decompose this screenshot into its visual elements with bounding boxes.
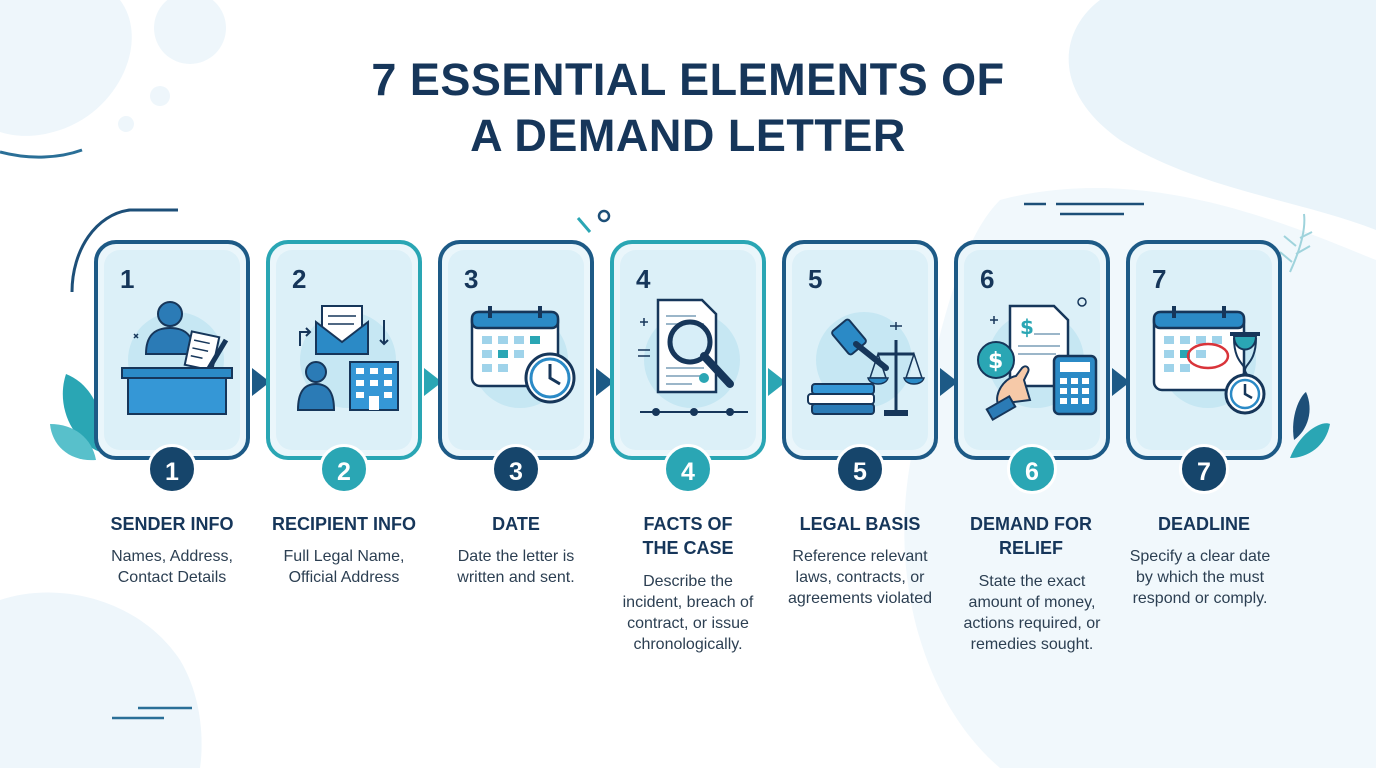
step-description-5: Reference relevant laws, contracts, or a… xyxy=(787,548,933,607)
step-label-3: DATE xyxy=(492,514,540,534)
step-card-7: 7 xyxy=(1126,240,1282,460)
step-label-6: DEMAND FOR RELIEF xyxy=(970,514,1092,558)
step-badge-2: 2 xyxy=(319,444,369,494)
step-label-2: RECIPIENT INFO xyxy=(271,514,416,534)
step-label-1: SENDER INFO xyxy=(110,514,234,534)
card-number: 4 xyxy=(636,264,651,294)
step-card-6: 6 $ $ xyxy=(954,240,1110,460)
card-number: 7 xyxy=(1152,264,1167,294)
calendar-clock-icon xyxy=(470,306,576,408)
arrow-icon xyxy=(940,368,958,396)
money-calculator-icon: $ $ xyxy=(977,297,1098,422)
card-number: 2 xyxy=(292,264,307,294)
page-title: 7 ESSENTIAL ELEMENTS OF A DEMAND LETTER xyxy=(0,52,1376,164)
step-badge-5: 5 xyxy=(835,444,885,494)
step-badge-1: 1 xyxy=(147,444,197,494)
step-description-3: Date the letter is written and sent. xyxy=(457,548,575,586)
arrow-icon xyxy=(1112,368,1130,396)
arrow-icon xyxy=(252,368,270,396)
step-description-4: Describe the incident, breach of contrac… xyxy=(622,573,754,653)
step-badge-6: 6 xyxy=(1007,444,1057,494)
step-card-4: 4 xyxy=(610,240,766,460)
card-number: 6 xyxy=(980,264,995,294)
calendar-hourglass-icon xyxy=(1152,306,1266,415)
arrow-icon xyxy=(424,368,442,396)
envelope-building-icon xyxy=(296,305,399,411)
step-card-1: 1 xyxy=(94,240,250,460)
title-line-2: A DEMAND LETTER xyxy=(470,110,906,161)
step-badge-3: 3 xyxy=(491,444,541,494)
step-card-5: 5 xyxy=(782,240,938,460)
step-card-2: 2 xyxy=(266,240,422,460)
card-number: 3 xyxy=(464,264,479,294)
step-label-4: FACTS OF THE CASE xyxy=(642,514,734,558)
step-label-7: DEADLINE xyxy=(1157,514,1250,534)
step-badge-7: 7 xyxy=(1179,444,1229,494)
step-label-5: LEGAL BASIS xyxy=(799,514,921,534)
step-description-1: Names, Address, Contact Details xyxy=(111,548,233,586)
step-badge-4: 4 xyxy=(663,444,713,494)
arrow-icon xyxy=(768,368,786,396)
svg-text:$: $ xyxy=(1020,315,1034,339)
card-number: 5 xyxy=(808,264,823,294)
card-number: 1 xyxy=(120,264,135,294)
document-magnifier-icon xyxy=(638,298,748,416)
gavel-scales-icon xyxy=(807,312,925,416)
step-description-2: Full Legal Name, Official Address xyxy=(283,548,405,586)
arrow-icon xyxy=(596,368,614,396)
step-description-6: State the exact amount of money, actions… xyxy=(963,573,1101,653)
step-card-3: 3 xyxy=(438,240,594,460)
title-line-1: 7 ESSENTIAL ELEMENTS OF xyxy=(371,54,1005,105)
svg-text:$: $ xyxy=(988,349,1003,374)
person-at-desk-icon xyxy=(121,301,233,415)
step-description-7: Specify a clear date by which the must r… xyxy=(1129,548,1271,607)
